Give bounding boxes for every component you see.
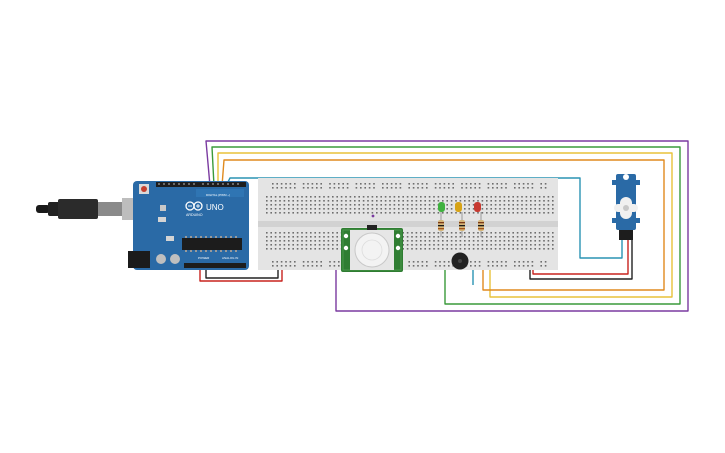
- resistors: [438, 212, 484, 237]
- wire-teal-servo[interactable]: [225, 177, 623, 259]
- arduino-uno-board[interactable]: DIGITAL (PWM ~) UNO ARDUINO: [128, 181, 249, 270]
- led-green[interactable]: [438, 202, 445, 212]
- led-yellow[interactable]: [455, 202, 462, 212]
- analog-header-label: ANALOG IN: [222, 256, 238, 260]
- arduino-model: UNO: [206, 203, 224, 212]
- arduino-brand: ARDUINO: [186, 213, 203, 217]
- piezo-buzzer[interactable]: [451, 252, 469, 270]
- resistor-3[interactable]: [478, 212, 484, 237]
- leds: [438, 202, 481, 212]
- breadboard[interactable]: [258, 178, 558, 270]
- wire-red-power[interactable]: [199, 266, 283, 282]
- pir-dome: [354, 232, 390, 268]
- resistor-2[interactable]: [459, 212, 465, 237]
- capacitor-1: [156, 254, 166, 264]
- servo-motor[interactable]: [612, 174, 640, 240]
- arduino-logo-icon: [185, 201, 203, 211]
- wire-black-ground[interactable]: [205, 266, 279, 279]
- power-header-label: POWER: [198, 256, 210, 260]
- servo-horn[interactable]: [614, 197, 638, 219]
- resistor-1[interactable]: [438, 212, 444, 237]
- power-jack[interactable]: [128, 251, 150, 268]
- power-analog-header[interactable]: [184, 263, 246, 268]
- servo-connector[interactable]: [619, 230, 633, 240]
- wire-joints: [371, 214, 375, 218]
- usb-cable[interactable]: [36, 198, 144, 220]
- capacitor-2: [170, 254, 180, 264]
- led-red[interactable]: [474, 202, 481, 212]
- pir-motion-sensor[interactable]: [341, 225, 403, 272]
- digital-header-label: DIGITAL (PWM ~): [206, 193, 230, 197]
- digital-header[interactable]: [156, 182, 246, 187]
- wire-black-servo[interactable]: [529, 240, 633, 280]
- atmega-chip: [182, 238, 242, 250]
